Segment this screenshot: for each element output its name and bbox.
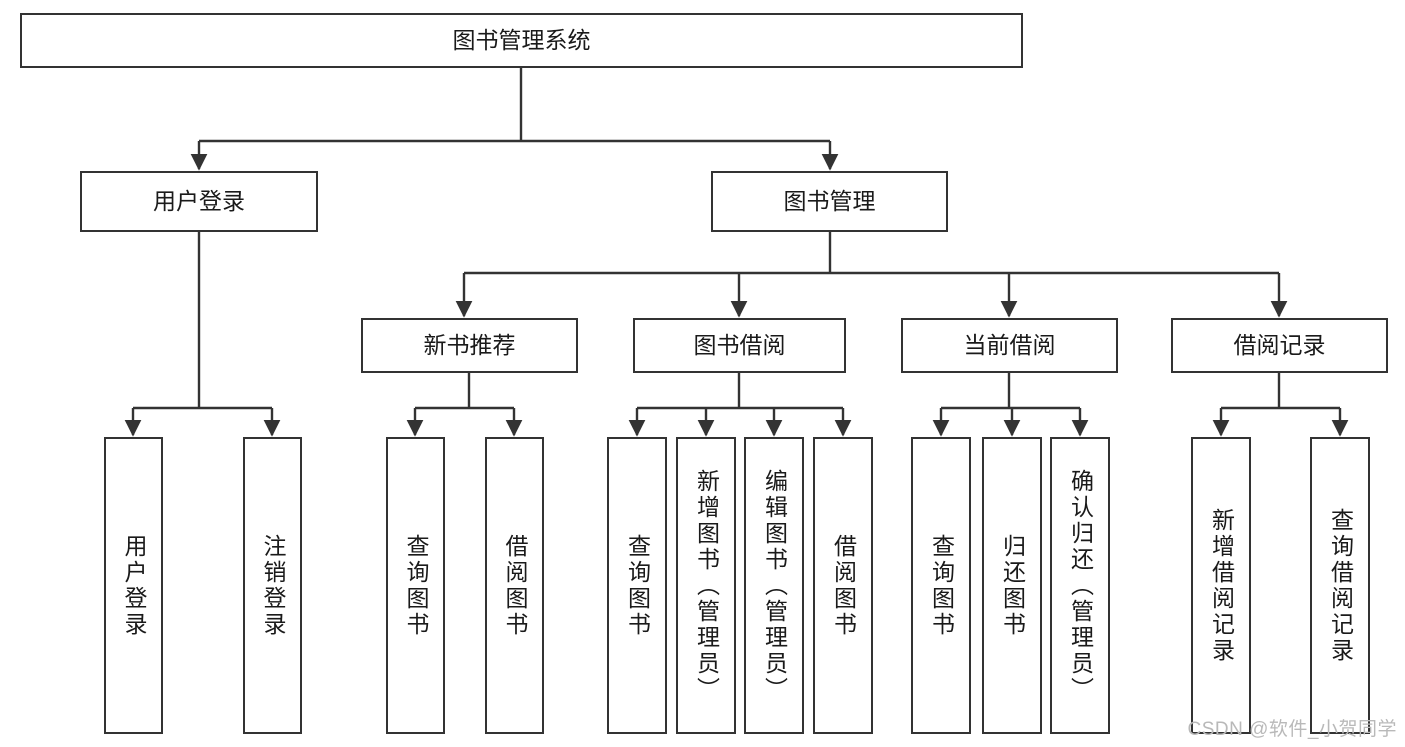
node-label: 借阅记录: [1233, 331, 1326, 358]
node-label: 查询图书: [403, 533, 429, 638]
node-borrowing-records[interactable]: 借阅记录: [1171, 318, 1388, 373]
node-leaf-query-borrow-record[interactable]: 查询借阅记录: [1310, 437, 1370, 734]
node-label: 图书管理: [783, 187, 876, 214]
node-label: 新增借阅记录: [1208, 507, 1235, 664]
csdn-watermark: CSDN @软件_小贺同学: [1187, 719, 1397, 740]
node-label: 新书推荐: [423, 331, 516, 358]
node-leaf-add-book-admin[interactable]: 新增图书（管理员）: [676, 437, 736, 734]
node-leaf-add-borrow-record[interactable]: 新增借阅记录: [1191, 437, 1251, 734]
node-book-management[interactable]: 图书管理: [711, 171, 948, 232]
node-label: 图书借阅: [693, 331, 786, 358]
node-leaf-logout[interactable]: 注销登录: [243, 437, 302, 734]
node-leaf-query-books-borrow[interactable]: 查询图书: [607, 437, 667, 734]
node-user-login[interactable]: 用户登录: [80, 171, 318, 232]
node-label: 图书管理系统: [452, 26, 591, 53]
node-label: 查询图书: [624, 533, 651, 638]
node-leaf-edit-book-admin[interactable]: 编辑图书（管理员）: [744, 437, 804, 734]
node-leaf-confirm-return-admin[interactable]: 确认归还（管理员）: [1050, 437, 1110, 734]
node-label: 查询图书: [928, 533, 955, 638]
node-label: 用户登录: [121, 533, 147, 638]
node-book-borrowing[interactable]: 图书借阅: [633, 318, 846, 373]
node-label: 编辑图书（管理员）: [761, 468, 788, 703]
node-label: 新增图书（管理员）: [693, 468, 720, 703]
node-label: 借阅图书: [502, 533, 528, 638]
node-leaf-borrow-books-newbook[interactable]: 借阅图书: [485, 437, 544, 734]
node-label: 查询借阅记录: [1327, 507, 1354, 664]
node-current-borrowings[interactable]: 当前借阅: [901, 318, 1118, 373]
node-label: 归还图书: [999, 533, 1026, 638]
node-label: 确认归还（管理员）: [1067, 468, 1094, 703]
node-label: 当前借阅: [963, 331, 1056, 358]
node-leaf-query-books-newbook[interactable]: 查询图书: [386, 437, 445, 734]
node-label: 用户登录: [153, 187, 245, 214]
node-leaf-return-books[interactable]: 归还图书: [982, 437, 1042, 734]
node-new-book-recommendation[interactable]: 新书推荐: [361, 318, 578, 373]
node-root-book-management-system[interactable]: 图书管理系统: [20, 13, 1023, 68]
node-leaf-query-books-current[interactable]: 查询图书: [911, 437, 971, 734]
node-leaf-borrow-books[interactable]: 借阅图书: [813, 437, 873, 734]
node-leaf-user-login[interactable]: 用户登录: [104, 437, 163, 734]
node-label: 借阅图书: [830, 533, 857, 638]
node-label: 注销登录: [260, 533, 286, 638]
